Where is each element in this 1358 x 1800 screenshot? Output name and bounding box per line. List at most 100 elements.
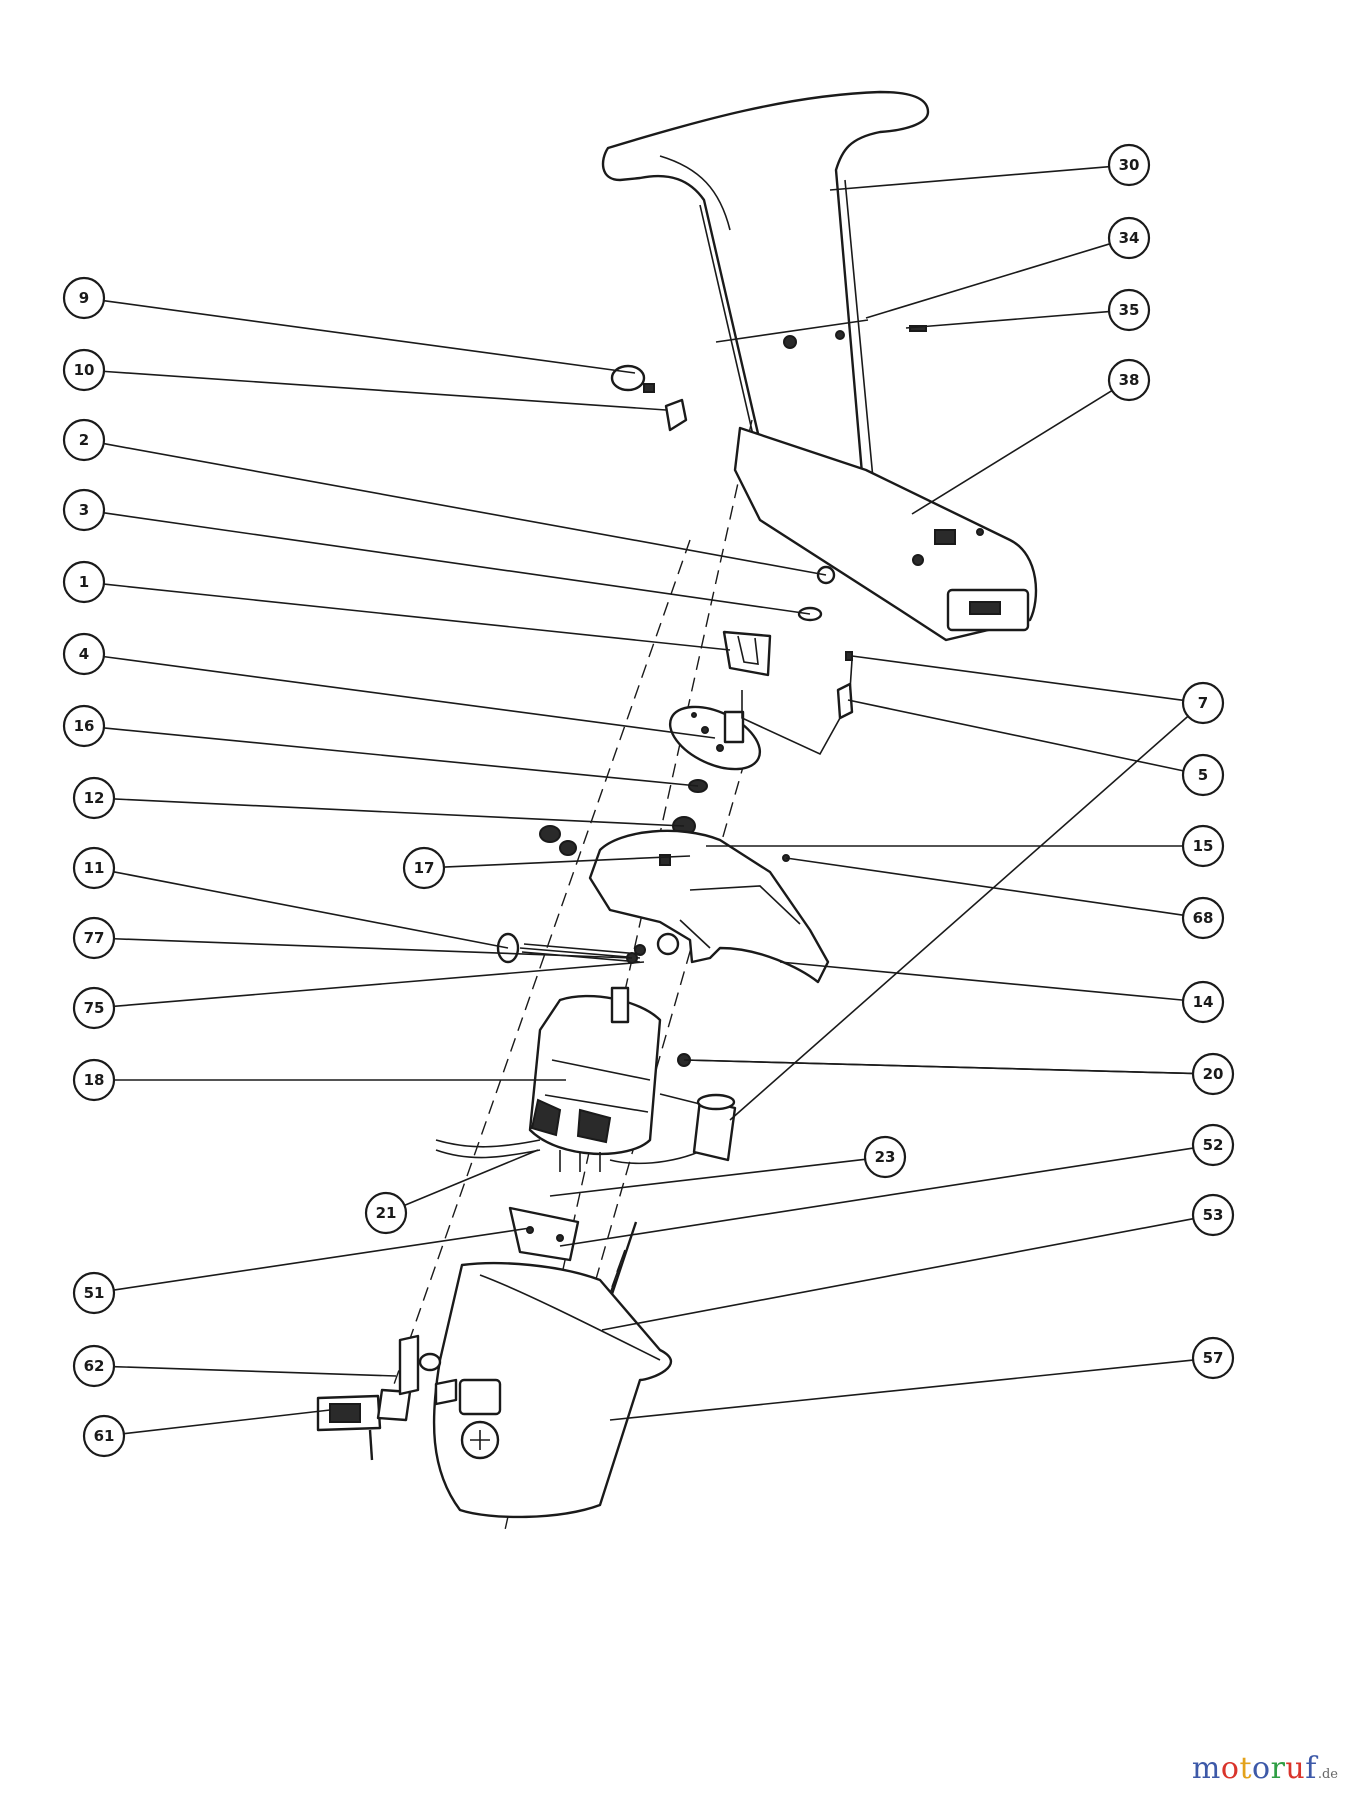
callout-number: 12 [84,789,105,807]
callout-circle [82,1414,126,1458]
callout-circle [62,276,106,320]
leader-line-16 [103,727,699,787]
leader-line-53 [601,1217,1194,1331]
callout-number: 9 [79,289,89,307]
callout-circle [72,1058,116,1102]
leader-line-75 [113,961,645,1008]
leader-line-68 [785,857,1184,916]
callout-circle [1107,358,1151,402]
callout-34: 34 [1107,216,1151,260]
leader-line-52 [559,1147,1194,1247]
callout-circle [364,1191,408,1235]
callout-number: 1 [79,573,89,591]
callout-number: 4 [79,645,89,663]
leader-line-17 [443,855,691,868]
callout-53: 53 [1191,1193,1235,1237]
leader-line-38 [911,389,1113,515]
callout-68: 68 [1181,896,1225,940]
feed-chute [601,90,930,522]
callout-circle [72,916,116,960]
callout-number: 35 [1119,301,1140,319]
callout-circle [1181,896,1225,940]
callout-number: 16 [74,717,95,735]
callout-51: 51 [72,1271,116,1315]
callout-52: 52 [1191,1123,1235,1167]
callout-10: 10 [62,348,106,392]
leader-line-61 [123,1409,331,1435]
callout-circle [1191,1336,1235,1380]
chute-base-housing [733,426,1038,642]
leader-line-3 [103,512,811,615]
callout-15: 15 [1181,824,1225,868]
watermark-letter: u [1285,1751,1306,1786]
callout-number: 11 [84,859,105,877]
callout-77: 77 [72,916,116,960]
leader-line-4 [103,655,716,739]
callout-circle [62,418,106,462]
switch-plate [508,1206,580,1262]
callout-30: 30 [1107,143,1151,187]
leader-line-20 [683,1059,1194,1075]
callout-circle [402,846,446,890]
callout-circle [1181,824,1225,868]
spring-and-bolt [496,932,641,964]
callout-3: 3 [62,488,106,532]
leader-line-12 [113,798,685,827]
leader-line-7 [729,715,1189,1121]
callout-11: 11 [72,846,116,890]
callout-number: 77 [84,929,105,947]
callout-circle [72,986,116,1030]
callout-number: 21 [376,1204,397,1222]
callout-23: 23 [863,1135,907,1179]
callout-number: 51 [84,1284,105,1302]
leader-line-14 [779,961,1184,1001]
callout-number: 5 [1198,766,1208,784]
callout-number: 34 [1119,229,1140,247]
watermark-letter: f [1305,1751,1317,1786]
electric-motor [435,986,721,1172]
callout-number: 18 [84,1071,105,1089]
callout-57: 57 [1191,1336,1235,1380]
callout-circle [72,776,116,820]
callout-number: 62 [84,1357,105,1375]
leader-line-35 [905,310,1110,329]
callout-2: 2 [62,418,106,462]
callout-circle [1191,1193,1235,1237]
leader-line-30 [829,165,1110,191]
callout-62: 62 [72,1344,116,1388]
callout-7: 7 [1181,681,1225,725]
callout-number: 20 [1203,1065,1224,1083]
callout-number: 53 [1203,1206,1224,1224]
watermark-suffix: .de [1317,1767,1338,1782]
callout-circle [1107,288,1151,332]
watermark-letter: m [1191,1751,1221,1786]
callout-17: 17 [402,846,446,890]
switch-bracket [741,651,854,756]
callout-21: 21 [364,1191,408,1235]
switch-assembly [316,1334,458,1461]
callout-5: 5 [1181,753,1225,797]
callout-labels: 3034353891023141612117775182151626175151… [62,143,1235,1458]
watermark-letter: r [1270,1751,1286,1786]
leader-line-34 [865,243,1111,319]
callout-75: 75 [72,986,116,1030]
leader-line-1 [103,583,731,651]
callout-number: 10 [74,361,95,379]
callout-38: 38 [1107,358,1151,402]
motor-cover [588,829,830,984]
watermark-letter: o [1252,1751,1271,1786]
callout-circle [1107,143,1151,187]
callout-number: 17 [414,859,435,877]
leader-line-2 [103,442,827,576]
callout-number: 23 [875,1148,896,1166]
callout-circle [1191,1123,1235,1167]
leader-line-7 [851,655,1184,702]
callout-number: 7 [1198,694,1208,712]
bracket-part [722,630,772,677]
lower-housing [432,1261,672,1519]
callout-circle [62,348,106,392]
callout-circle [62,488,106,532]
callout-circle [863,1135,907,1179]
capacitor [659,1093,737,1162]
